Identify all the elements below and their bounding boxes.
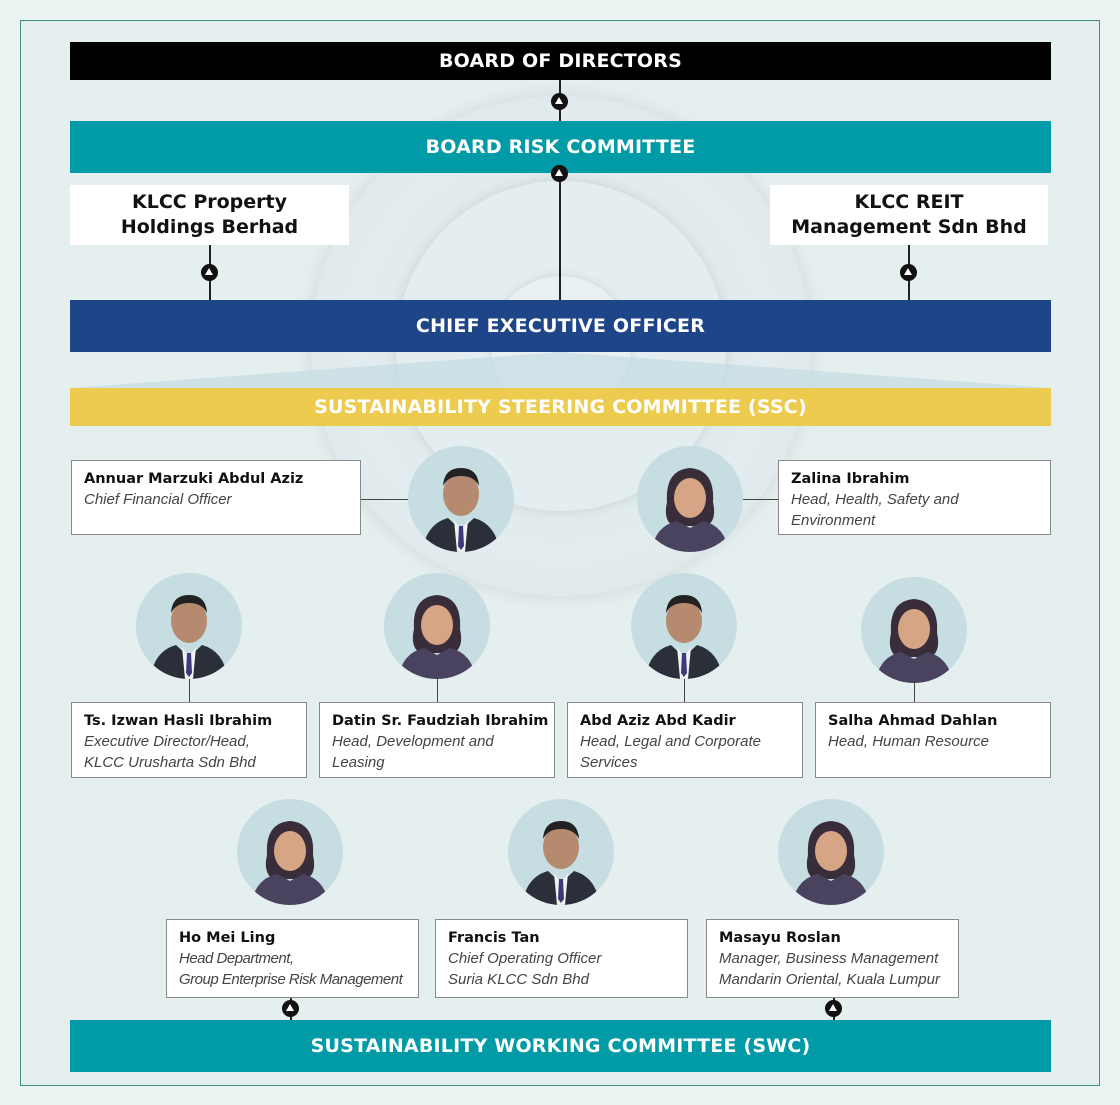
arrow-up-icon bbox=[282, 1000, 299, 1017]
member-card: Abd Aziz Abd Kadir Head, Legal and Corpo… bbox=[567, 702, 803, 778]
member-role: Services bbox=[580, 754, 638, 771]
member-role: Chief Operating Officer bbox=[448, 950, 602, 967]
member-role: Environment bbox=[791, 512, 876, 529]
member-name: Ts. Izwan Hasli Ibrahim bbox=[84, 713, 273, 729]
klcc-reit-line2: Management Sdn Bhd bbox=[791, 216, 1027, 238]
member-name: Datin Sr. Faudziah Ibrahim bbox=[332, 713, 549, 729]
member-role: Head, Health, Safety and bbox=[791, 491, 959, 508]
member-card: Datin Sr. Faudziah Ibrahim Head, Develop… bbox=[319, 702, 555, 778]
arrow-up-icon bbox=[900, 264, 917, 281]
portrait-photo bbox=[237, 799, 343, 905]
swc-bar: SUSTAINABILITY WORKING COMMITTEE (SWC) bbox=[70, 1020, 1051, 1072]
klcc-reit-line1: KLCC REIT bbox=[854, 191, 964, 213]
member-role: Head, Legal and Corporate bbox=[580, 733, 761, 750]
member-role: Head, Human Resource bbox=[828, 733, 989, 750]
board-label: BOARD OF DIRECTORS bbox=[438, 50, 682, 72]
member-role: Suria KLCC Sdn Bhd bbox=[448, 971, 589, 988]
klcc-reit-box: KLCC REIT Management Sdn Bhd bbox=[770, 185, 1048, 245]
arrow-up-icon bbox=[201, 264, 218, 281]
member-name: Masayu Roslan bbox=[719, 930, 841, 946]
member-name: Salha Ahmad Dahlan bbox=[828, 713, 998, 729]
member-name: Francis Tan bbox=[448, 930, 540, 946]
member-card: Ts. Izwan Hasli Ibrahim Executive Direct… bbox=[71, 702, 307, 778]
member-role: Head, Development and bbox=[332, 733, 494, 750]
member-role: Manager, Business Management bbox=[719, 950, 939, 967]
arrow-up-icon bbox=[551, 165, 568, 182]
connector bbox=[360, 499, 410, 500]
member-card: Annuar Marzuki Abdul Aziz Chief Financia… bbox=[71, 460, 361, 535]
portrait-photo bbox=[508, 799, 614, 905]
member-card: Salha Ahmad Dahlan Head, Human Resource bbox=[815, 702, 1051, 778]
member-card: Francis Tan Chief Operating Officer Suri… bbox=[435, 919, 688, 998]
connector bbox=[914, 683, 915, 703]
board-of-directors-bar: BOARD OF DIRECTORS bbox=[70, 42, 1051, 80]
member-role: Executive Director/Head, bbox=[84, 733, 250, 750]
portrait-photo bbox=[408, 446, 514, 552]
portrait-photo bbox=[778, 799, 884, 905]
connector bbox=[189, 679, 190, 703]
member-role: Chief Financial Officer bbox=[84, 491, 232, 508]
ceo-bar: CHIEF EXECUTIVE OFFICER bbox=[70, 300, 1051, 352]
member-name: Annuar Marzuki Abdul Aziz bbox=[84, 471, 304, 487]
klccp-line1: KLCC Property bbox=[131, 191, 287, 213]
connector bbox=[684, 679, 685, 703]
member-name: Ho Mei Ling bbox=[179, 930, 276, 946]
ssc-bar: SUSTAINABILITY STEERING COMMITTEE (SSC) bbox=[70, 388, 1051, 426]
ceo-label: CHIEF EXECUTIVE OFFICER bbox=[415, 315, 706, 337]
ssc-label: SUSTAINABILITY STEERING COMMITTEE (SSC) bbox=[314, 396, 807, 418]
arrow-up-icon bbox=[825, 1000, 842, 1017]
member-card: Ho Mei Ling Head Department, Group Enter… bbox=[166, 919, 419, 998]
member-role: KLCC Urusharta Sdn Bhd bbox=[84, 754, 256, 771]
board-risk-committee-bar: BOARD RISK COMMITTEE bbox=[70, 121, 1051, 173]
member-role: Mandarin Oriental, Kuala Lumpur bbox=[719, 971, 940, 988]
portrait-photo bbox=[384, 573, 490, 679]
member-card: Masayu Roslan Manager, Business Manageme… bbox=[706, 919, 959, 998]
portrait-photo bbox=[637, 446, 743, 552]
klccp-line2: Holdings Berhad bbox=[120, 216, 299, 238]
member-name: Zalina Ibrahim bbox=[791, 471, 910, 487]
connector bbox=[437, 679, 438, 703]
risk-committee-label: BOARD RISK COMMITTEE bbox=[425, 136, 696, 158]
arrow-up-icon bbox=[551, 93, 568, 110]
klccp-box: KLCC Property Holdings Berhad bbox=[70, 185, 349, 245]
member-role: Group Enterprise Risk Management bbox=[179, 971, 403, 988]
connector-risk-ceo bbox=[559, 173, 561, 301]
portrait-photo bbox=[861, 577, 967, 683]
swc-label: SUSTAINABILITY WORKING COMMITTEE (SWC) bbox=[310, 1035, 811, 1057]
member-role: Leasing bbox=[332, 754, 385, 771]
connector bbox=[742, 499, 780, 500]
portrait-photo bbox=[631, 573, 737, 679]
member-role: Head Department, bbox=[179, 950, 294, 967]
member-name: Abd Aziz Abd Kadir bbox=[580, 713, 736, 729]
member-card: Zalina Ibrahim Head, Health, Safety and … bbox=[778, 460, 1051, 535]
portrait-photo bbox=[136, 573, 242, 679]
